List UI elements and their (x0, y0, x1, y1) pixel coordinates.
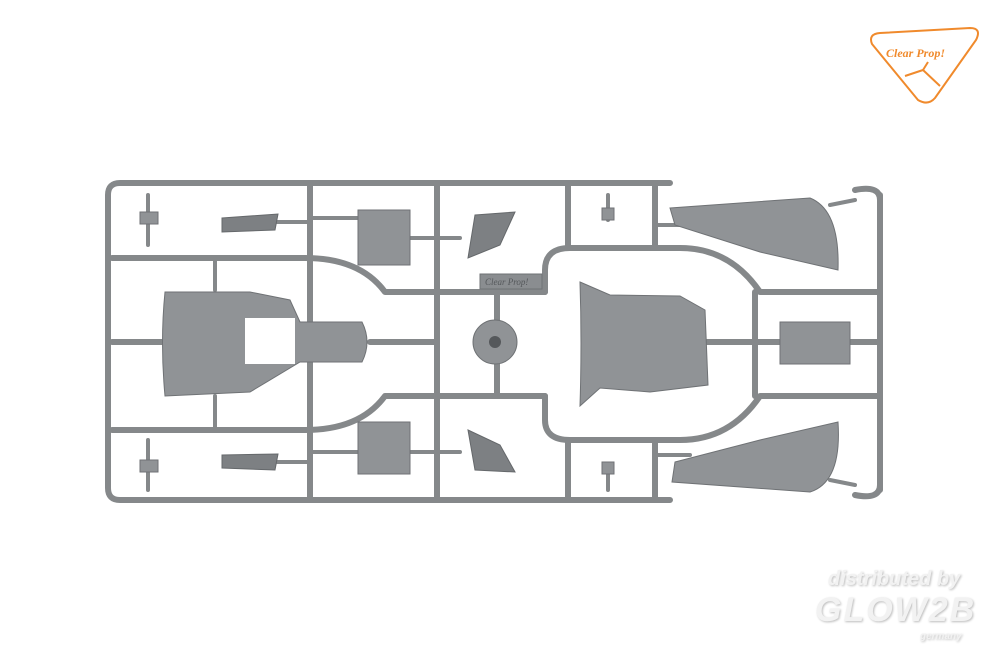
cockpit-part (579, 281, 709, 408)
clear-prop-logo: Clear Prop! (870, 26, 979, 104)
propeller-icon (904, 61, 941, 87)
seat-lower (467, 429, 516, 473)
logo-text: Clear Prop! (886, 46, 945, 60)
watermark-brand: GLOW2B (815, 591, 977, 629)
watermark-country: germany (920, 631, 962, 642)
sprue-tag-text: Clear Prop! (485, 277, 528, 287)
panel-upper (357, 209, 411, 266)
wing-lower (671, 421, 839, 493)
strut-upper (221, 213, 279, 233)
panel-lower (357, 421, 411, 475)
strut-lower (221, 453, 279, 471)
seat-upper (467, 211, 516, 259)
sprue-parts (139, 197, 851, 493)
panel-right (779, 321, 851, 365)
watermark-distributed-by: distributed by (828, 568, 961, 590)
wing-upper (669, 197, 839, 271)
sprue-tag: Clear Prop! (479, 273, 543, 290)
